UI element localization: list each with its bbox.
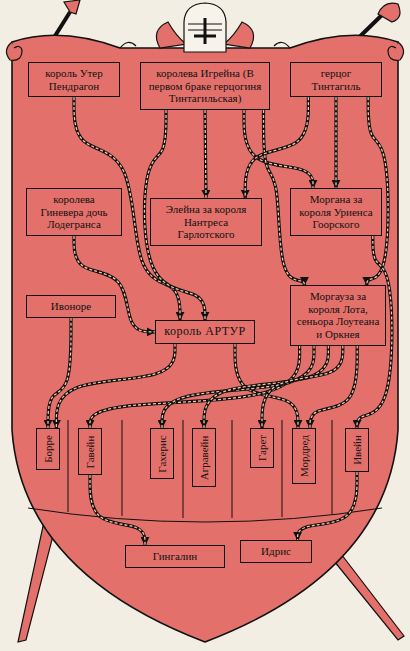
family-box: Моргана за короля Уриенса Гоорского — [290, 188, 382, 236]
rope-connector — [336, 97, 337, 188]
rope-connector — [48, 318, 71, 428]
rope-outline — [204, 346, 328, 428]
rope-twist — [262, 346, 343, 428]
rope-outline — [56, 344, 175, 428]
family-box: Моргауза за короля Лота, сеньора Лоутеан… — [290, 285, 386, 346]
rope-twist — [204, 346, 328, 428]
rope-connector — [56, 344, 175, 428]
rope-connector — [90, 475, 145, 545]
family-box: Идрис — [240, 540, 312, 563]
panel-dividers — [28, 420, 382, 522]
rope-connector — [310, 346, 357, 428]
family-box: король АРТУР — [155, 320, 255, 344]
person-name: Гавейн — [84, 435, 97, 468]
rope-twist — [310, 346, 357, 428]
person-name: герцог Тинтагиль — [295, 67, 377, 92]
rope-twist — [90, 475, 145, 545]
rope-outline — [334, 97, 337, 188]
family-box: Ивоноре — [26, 295, 116, 318]
person-name: королева Игрейна (В первом браке герцоги… — [145, 67, 265, 105]
rope-outline — [90, 475, 145, 545]
family-box: королева Гиневера дочь Лодегранса — [26, 188, 122, 236]
descendant-box: Агравейн — [192, 428, 216, 487]
family-box: Гингалин — [125, 545, 225, 568]
rope-connector — [262, 346, 343, 428]
person-name: Идрис — [245, 545, 307, 558]
family-box: королева Игрейна (В первом браке герцоги… — [140, 62, 270, 110]
person-name: Гарет — [256, 435, 269, 461]
family-box: Элейна за короля Нантреса Гарлотского — [150, 198, 262, 246]
rope-twist — [335, 97, 336, 188]
person-name: король Утер Пендрагон — [33, 67, 115, 92]
rope-outline — [310, 346, 357, 428]
descendant-box: Ивейн — [345, 428, 369, 472]
person-name: Моргауза за короля Лота, сеньора Лоутеан… — [295, 290, 381, 341]
person-name: Агравейн — [198, 435, 211, 480]
person-name: Гингалин — [130, 550, 220, 563]
rope-twist — [48, 318, 71, 428]
person-name: король АРТУР — [160, 325, 250, 339]
family-box: король Утер Пендрагон — [28, 62, 120, 97]
shield-outline — [12, 35, 398, 642]
rope-connector — [204, 346, 328, 428]
person-name: Ивейн — [351, 435, 364, 465]
rope-outline — [205, 110, 206, 198]
person-name: Ивоноре — [31, 300, 111, 313]
descendant-box: Борре — [36, 428, 60, 470]
descendant-box: Мордред — [292, 428, 316, 484]
helmet — [156, 3, 253, 52]
rope-twist — [205, 110, 206, 198]
descendant-box: Гарет — [250, 428, 274, 468]
person-name: Моргана за короля Уриенса Гоорского — [295, 193, 377, 231]
rope-connector — [245, 97, 308, 198]
rope-connector — [205, 110, 206, 198]
rope-outline — [48, 318, 71, 428]
rope-outline — [262, 346, 343, 428]
rope-outline — [245, 97, 308, 198]
rope-twist — [56, 344, 175, 428]
person-name: королева Гиневера дочь Лодегранса — [31, 193, 117, 231]
person-name: Гахерис — [156, 435, 169, 472]
person-name: Элейна за короля Нантреса Гарлотского — [155, 203, 257, 241]
person-name: Мордред — [298, 435, 311, 477]
person-name: Борре — [42, 435, 55, 463]
descendant-box: Гахерис — [150, 428, 174, 479]
family-box: герцог Тинтагиль — [290, 62, 382, 97]
rope-twist — [245, 97, 308, 198]
descendant-box: Гавейн — [78, 428, 102, 475]
